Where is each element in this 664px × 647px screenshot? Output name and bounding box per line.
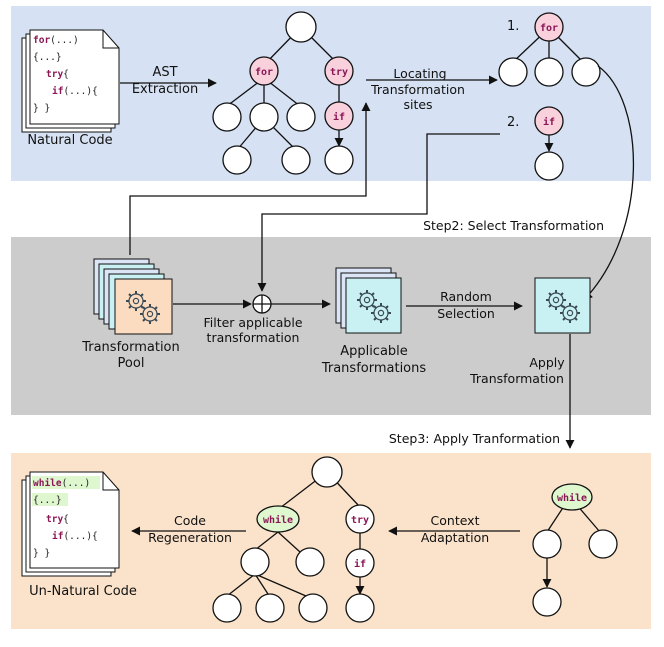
step2-label: Step2: Select Transformation — [423, 218, 604, 233]
svg-text:{...}: {...} — [33, 495, 62, 506]
ast-node — [286, 102, 316, 132]
natural-code-label: Natural Code — [27, 133, 112, 148]
svg-text:try: try — [351, 515, 369, 526]
code-line-4: if(...){ — [52, 86, 98, 97]
applicable-label-1: Applicable — [340, 344, 408, 359]
code-line-2: {...} — [33, 52, 62, 63]
filter-label-1: Filter applicable — [203, 315, 302, 330]
apply-label-1: Apply — [529, 355, 565, 370]
filter-label-2: transformation — [207, 330, 300, 345]
unnatural-code-document: while(...) {...} try{ if(...){ } } — [21, 471, 120, 577]
site-1-subtree: 1. for — [498, 12, 601, 87]
transformation-pool-stack — [93, 258, 173, 335]
svg-text:if: if — [543, 116, 555, 128]
applicable-transformations-stack — [335, 267, 402, 334]
svg-text:if(...){: if(...){ — [52, 531, 98, 542]
selected-transformation — [534, 277, 591, 334]
sites-label: sites — [403, 97, 432, 112]
svg-text:if: if — [354, 558, 366, 570]
svg-text:for: for — [255, 67, 273, 78]
applicable-label-2: Transformations — [321, 361, 427, 376]
transformation-label: Transformation — [370, 82, 465, 97]
ast-root-node — [285, 11, 317, 43]
code-line-1: for(...) — [33, 35, 79, 46]
svg-text:} }: } } — [33, 548, 50, 559]
svg-text:while: while — [557, 492, 587, 504]
code-line-5: } } — [33, 103, 50, 114]
site-2-subtree: 2. if — [507, 106, 564, 181]
context-label: Context — [431, 513, 480, 528]
svg-text:try: try — [330, 67, 348, 78]
svg-text:2.: 2. — [507, 115, 519, 130]
regeneration-label: Regeneration — [148, 530, 232, 545]
random-label: Random — [440, 289, 492, 304]
code-line-3: try{ — [46, 69, 69, 80]
natural-code-document: for(...) {...} try{ if(...){ } } — [21, 29, 120, 133]
svg-text:1.: 1. — [507, 19, 519, 34]
ast-label: AST — [152, 65, 177, 80]
code-regen-label: Code — [174, 513, 206, 528]
transformed-ast-tree: while try if — [212, 456, 375, 623]
adapted-site-subtree: while — [532, 483, 618, 617]
selection-label: Selection — [437, 306, 495, 321]
ast-node — [281, 145, 311, 175]
ast-try-node — [324, 56, 354, 86]
ast-tree: for try if — [212, 11, 354, 175]
ast-node — [222, 145, 252, 175]
pool-label-2: Pool — [118, 356, 145, 371]
ast-if-node — [324, 101, 354, 131]
filter-junction — [252, 294, 272, 314]
svg-text:while: while — [263, 514, 293, 526]
step3-label: Step3: Apply Tranformation — [389, 431, 560, 446]
pool-label-1: Transformation — [81, 340, 180, 355]
adaptation-label: Adaptation — [421, 530, 489, 545]
svg-text:if: if — [333, 111, 345, 123]
ast-node — [324, 145, 354, 175]
ast-for-node — [249, 56, 279, 86]
extraction-label: Extraction — [132, 82, 198, 97]
apply-label-2: Transformation — [469, 371, 564, 386]
locating-label: Locating — [393, 66, 446, 81]
svg-text:try{: try{ — [46, 514, 69, 525]
svg-text:while(...): while(...) — [33, 478, 90, 489]
ast-node — [249, 102, 279, 132]
svg-text:for: for — [540, 23, 558, 34]
ast-node — [212, 102, 242, 132]
unnatural-code-label: Un-Natural Code — [29, 584, 137, 599]
